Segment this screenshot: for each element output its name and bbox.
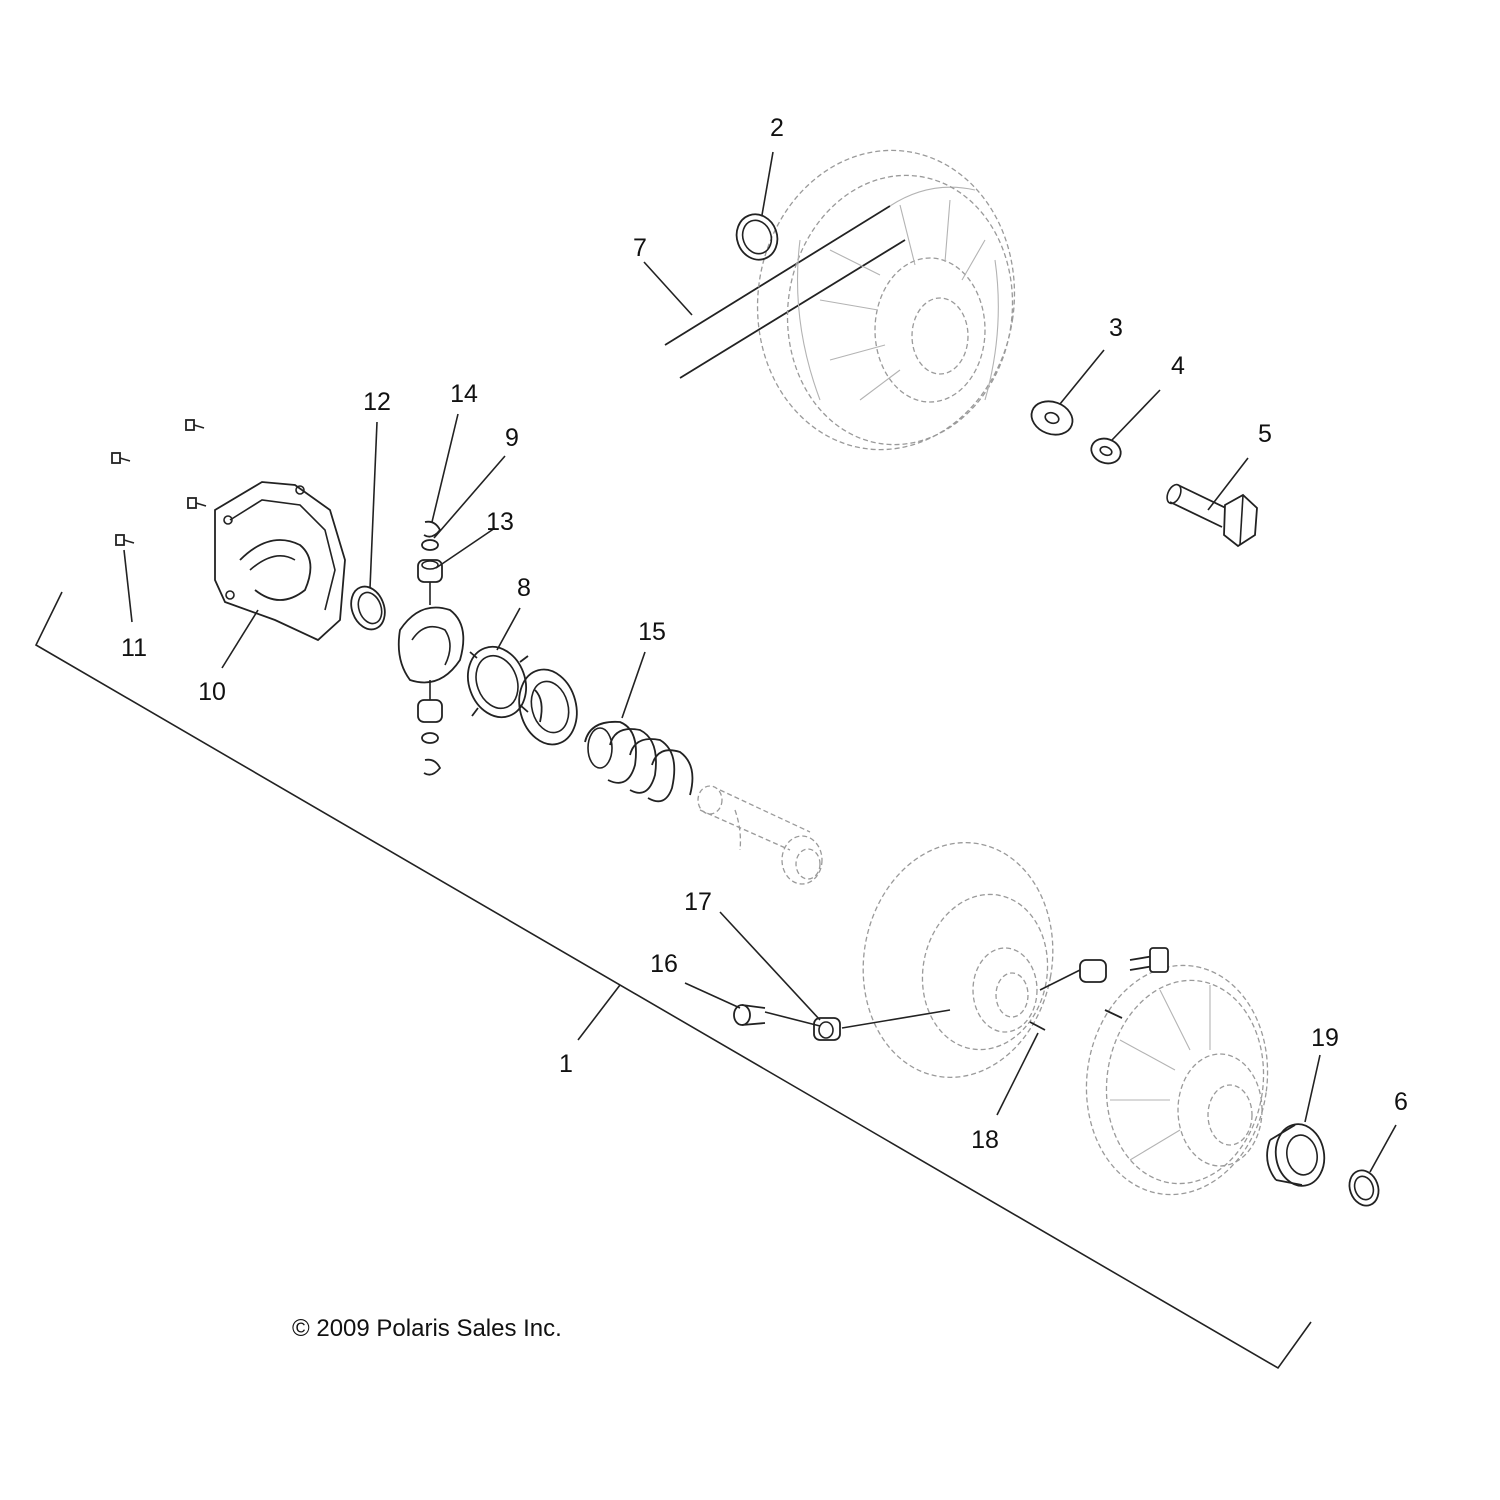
leader-lines [123, 151, 1397, 1173]
screws-11 [111, 419, 207, 546]
secondary-clutch-ghost [1085, 964, 1269, 1196]
drive-belt [664, 186, 976, 379]
callout-9: 9 [505, 424, 519, 452]
primary-clutch-ghost [756, 149, 1016, 451]
callout-1: 1 [559, 1050, 573, 1078]
snap-ring-6 [1348, 1169, 1380, 1207]
shaft-tube [697, 785, 823, 885]
callout-13: 13 [486, 508, 514, 536]
tabbed-ring-8 [467, 645, 529, 719]
roller-right [1079, 947, 1169, 983]
callout-5: 5 [1258, 420, 1272, 448]
callout-11: 11 [121, 634, 147, 662]
assembly-bracket [34, 591, 1312, 1370]
callout-8: 8 [517, 574, 531, 602]
bolt-5 [1166, 483, 1258, 548]
roller-assembly [397, 520, 465, 776]
callout-labels: 1 2 3 4 5 6 7 8 9 10 11 12 13 14 15 16 1… [121, 114, 1408, 1154]
callout-14: 14 [450, 380, 478, 408]
snap-ring-2 [735, 213, 779, 261]
ring-12 [350, 585, 386, 631]
assembly-lines [764, 969, 1081, 1029]
bushing [518, 668, 578, 746]
spring-15 [584, 720, 694, 803]
callout-10: 10 [198, 678, 226, 706]
callout-7: 7 [633, 234, 647, 262]
callout-19: 19 [1311, 1024, 1339, 1052]
copyright-text: © 2009 Polaris Sales Inc. [292, 1315, 562, 1342]
callout-18: 18 [971, 1126, 999, 1154]
bearing-19 [1266, 1123, 1326, 1187]
callout-17: 17 [684, 888, 712, 916]
washer-3 [1030, 400, 1074, 436]
callout-12: 12 [363, 388, 391, 416]
moveable-sheave-ghost [862, 842, 1054, 1078]
washer-4 [1090, 437, 1122, 465]
callout-16: 16 [650, 950, 678, 978]
spider-cover-10 [214, 481, 346, 642]
callout-2: 2 [770, 114, 784, 142]
callout-6: 6 [1394, 1088, 1408, 1116]
callout-3: 3 [1109, 314, 1123, 342]
callout-15: 15 [638, 618, 666, 646]
callout-4: 4 [1171, 352, 1185, 380]
roller-17 [813, 1017, 841, 1041]
pin-16 [733, 1004, 766, 1026]
pins-18 [1029, 1009, 1123, 1031]
